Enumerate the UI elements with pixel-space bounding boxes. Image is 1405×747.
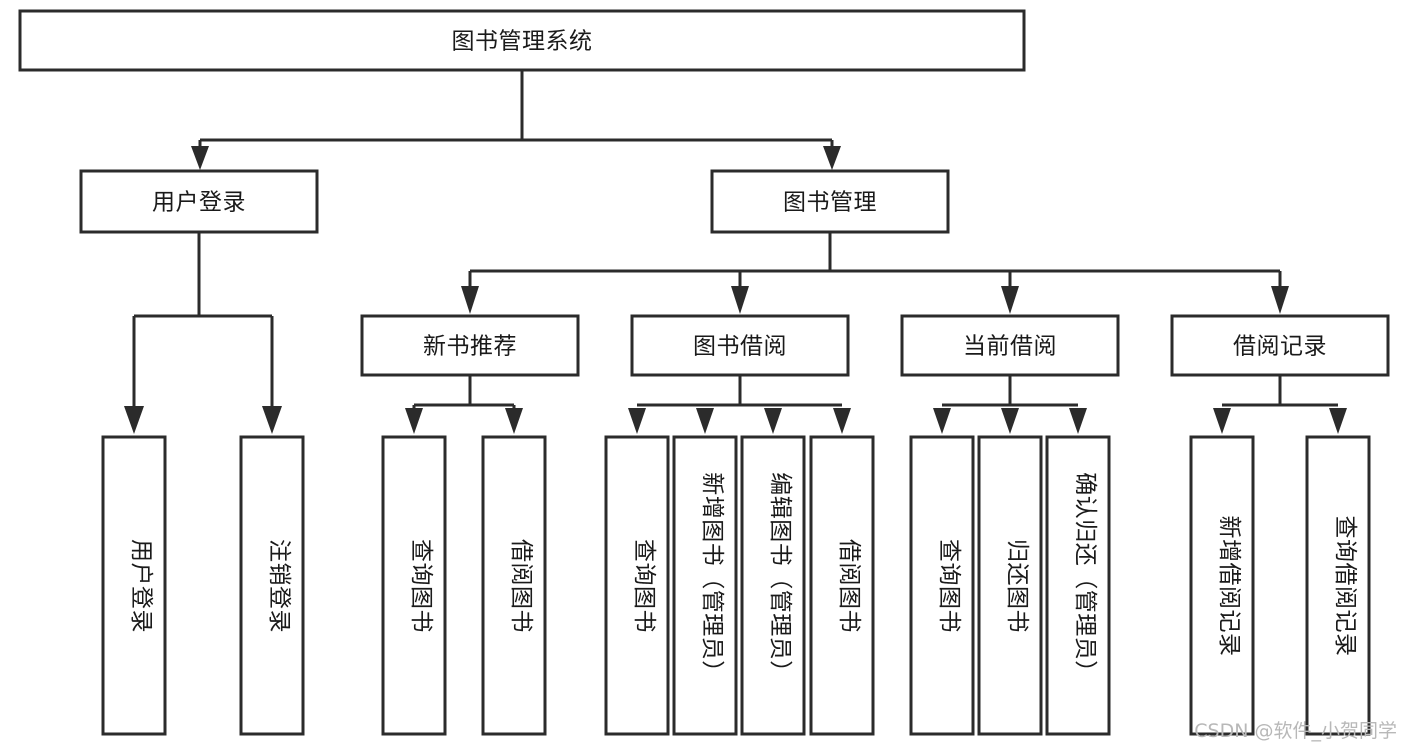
node-new-book-recommend-label: 新书推荐 [423, 334, 517, 360]
leaf-add-book-label: 新增图书（管理员） [699, 472, 725, 684]
leaf-borrow-book-1-label: 借阅图书 [508, 539, 534, 633]
leaf-confirm-return-box[interactable] [1045, 435, 1111, 736]
connector-root-to-level2 [191, 70, 841, 170]
leaf-query-book-2-box[interactable] [604, 435, 670, 736]
leaf-query-book-1-label: 查询图书 [408, 539, 434, 633]
arrow-head-icon [405, 408, 423, 434]
leaf-add-record[interactable]: 新增借阅记录 [1189, 435, 1255, 736]
node-new-book-recommend[interactable]: 新书推荐 [360, 314, 580, 377]
leaf-user-login[interactable]: 用户登录 [101, 435, 167, 736]
arrow-head-icon [823, 146, 841, 170]
leaf-query-book-3-box[interactable] [909, 435, 975, 736]
leaf-query-book-3-label: 查询图书 [936, 539, 962, 633]
leaf-borrow-book-1[interactable]: 借阅图书 [481, 435, 547, 736]
leaf-query-book-3[interactable]: 查询图书 [909, 435, 975, 736]
arrow-head-icon [191, 146, 209, 170]
leaf-add-book[interactable]: 新增图书（管理员） [672, 435, 738, 736]
leaf-query-record[interactable]: 查询借阅记录 [1305, 435, 1371, 736]
node-current-borrow-box[interactable] [900, 314, 1120, 377]
leaf-user-logout[interactable]: 注销登录 [239, 435, 305, 736]
leaf-query-book-2[interactable]: 查询图书 [604, 435, 670, 736]
arrow-head-icon [1001, 286, 1019, 314]
leaf-borrow-book-2[interactable]: 借阅图书 [809, 435, 875, 736]
node-current-borrow[interactable]: 当前借阅 [900, 314, 1120, 377]
leaf-confirm-return[interactable]: 确认归还（管理员） [1045, 435, 1111, 736]
arrow-head-icon [628, 408, 646, 434]
node-user-login-box[interactable] [79, 169, 319, 234]
connector-book-borrow-to-leaves [628, 375, 851, 434]
leaf-borrow-book-2-label: 借阅图书 [836, 539, 862, 633]
leaf-return-book-label: 归还图书 [1004, 539, 1030, 633]
connector-new-book-recommend-to-leaves [405, 375, 523, 434]
node-root-label: 图书管理系统 [452, 29, 593, 55]
node-root[interactable]: 图书管理系统 [18, 9, 1026, 72]
leaf-user-logout-label: 注销登录 [266, 539, 292, 633]
arrow-head-icon [1213, 408, 1231, 434]
leaf-add-book-box[interactable] [672, 435, 738, 736]
connector-user-login-to-leaves [124, 232, 282, 434]
leaf-edit-book-box[interactable] [740, 435, 806, 736]
node-user-login[interactable]: 用户登录 [79, 169, 319, 234]
leaf-borrow-book-1-box[interactable] [481, 435, 547, 736]
arrow-head-icon [262, 406, 282, 434]
connector-current-borrow-to-leaves [933, 375, 1087, 434]
arrow-head-icon [1069, 408, 1087, 434]
node-book-management[interactable]: 图书管理 [710, 169, 950, 234]
connector-borrow-record-to-leaves [1213, 375, 1347, 434]
node-new-book-recommend-box[interactable] [360, 314, 580, 377]
arrow-head-icon [124, 406, 144, 434]
arrow-head-icon [833, 408, 851, 434]
leaf-return-book-box[interactable] [977, 435, 1043, 736]
node-current-borrow-label: 当前借阅 [963, 334, 1057, 360]
leaf-edit-book-label: 编辑图书（管理员） [767, 472, 793, 684]
node-root-box[interactable] [18, 9, 1026, 72]
arrow-head-icon [1329, 408, 1347, 434]
arrow-head-icon [461, 286, 479, 314]
leaf-query-record-box[interactable] [1305, 435, 1371, 736]
leaf-user-login-label: 用户登录 [128, 539, 154, 633]
arrow-head-icon [1001, 408, 1019, 434]
arrow-head-icon [505, 408, 523, 434]
leaf-confirm-return-label: 确认归还（管理员） [1072, 472, 1098, 684]
leaf-add-record-label: 新增借阅记录 [1216, 516, 1242, 657]
node-user-login-label: 用户登录 [152, 190, 246, 216]
arrow-head-icon [764, 408, 782, 434]
arrow-head-icon [696, 408, 714, 434]
arrow-head-icon [933, 408, 951, 434]
leaf-edit-book[interactable]: 编辑图书（管理员） [740, 435, 806, 736]
leaf-return-book[interactable]: 归还图书 [977, 435, 1043, 736]
arrow-head-icon [731, 286, 749, 314]
node-borrow-record-label: 借阅记录 [1233, 334, 1327, 360]
node-borrow-record[interactable]: 借阅记录 [1170, 314, 1390, 377]
leaf-query-book-2-label: 查询图书 [631, 539, 657, 633]
leaf-borrow-book-2-box[interactable] [809, 435, 875, 736]
csdn-watermark: CSDN @软件_小贺同学 [1194, 720, 1397, 742]
leaf-user-logout-box[interactable] [239, 435, 305, 736]
leaf-add-record-box[interactable] [1189, 435, 1255, 736]
node-book-borrow-label: 图书借阅 [693, 334, 787, 360]
leaf-query-record-label: 查询借阅记录 [1332, 516, 1358, 657]
node-book-management-label: 图书管理 [783, 190, 877, 216]
connector-book-management-to-level3 [461, 232, 1289, 314]
leaf-user-login-box[interactable] [101, 435, 167, 736]
leaf-query-book-1-box[interactable] [381, 435, 447, 736]
leaf-query-book-1[interactable]: 查询图书 [381, 435, 447, 736]
node-book-borrow[interactable]: 图书借阅 [630, 314, 850, 377]
arrow-head-icon [1271, 286, 1289, 314]
